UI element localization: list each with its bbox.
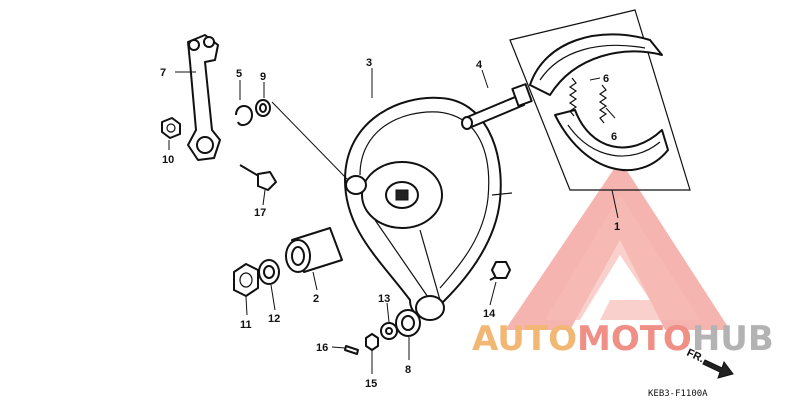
watermark-hub: HUB [692, 319, 774, 359]
washer-13 [380, 322, 398, 340]
part-label-1: 1 [614, 221, 620, 233]
svg-text:AUTOMOTOHUB: AUTOMOTOHUB [472, 319, 774, 359]
spring-b [598, 84, 608, 124]
arrow-icon [702, 359, 734, 379]
watermark-wordmark: AUTOMOTOHUB [472, 319, 774, 359]
part-label-15: 15 [365, 378, 377, 390]
seal-8 [395, 309, 421, 337]
bolt-17 [239, 164, 277, 191]
watermark-logo-icon [505, 160, 730, 330]
drawing-code: KEB3-F1100A [648, 389, 708, 399]
part-label-4: 4 [476, 59, 483, 71]
brake-panel [344, 96, 513, 321]
part-labels: 1 2 3 4 5 6 6 7 8 9 10 11 12 13 14 15 16… [160, 57, 620, 390]
leader-lines [168, 68, 619, 374]
part-label-12: 12 [268, 313, 280, 325]
washer-9 [255, 99, 271, 117]
part-label-6b: 6 [611, 131, 617, 143]
part-label-16: 16 [316, 342, 328, 354]
cam-shaft [461, 83, 533, 130]
part-label-17: 17 [254, 207, 266, 219]
brake-arm [187, 34, 221, 161]
part-label-8: 8 [405, 364, 411, 376]
washer-12 [258, 259, 280, 285]
bolt-14 [489, 261, 511, 281]
part-label-2: 2 [313, 293, 319, 305]
axle-nut-11 [233, 263, 259, 297]
part-label-10: 10 [162, 154, 174, 166]
spring-a [568, 77, 578, 117]
part-label-11: 11 [240, 319, 252, 331]
part-label-5: 5 [236, 68, 242, 80]
part-label-14: 14 [483, 308, 496, 320]
nut-15 [365, 333, 379, 351]
part-label-13: 13 [378, 293, 390, 305]
part-label-6a: 6 [603, 73, 609, 85]
part-label-9: 9 [260, 71, 266, 83]
watermark-auto: AUTO [472, 319, 577, 359]
cotter-pin-16 [344, 345, 359, 355]
watermark-moto: MOTO [577, 319, 692, 359]
brake-shoe-group [509, 9, 691, 191]
clip-5 [235, 105, 253, 127]
part-label-3: 3 [366, 57, 372, 69]
spacer-2 [285, 227, 343, 273]
nut-10 [161, 117, 181, 139]
part-label-7: 7 [160, 67, 166, 79]
